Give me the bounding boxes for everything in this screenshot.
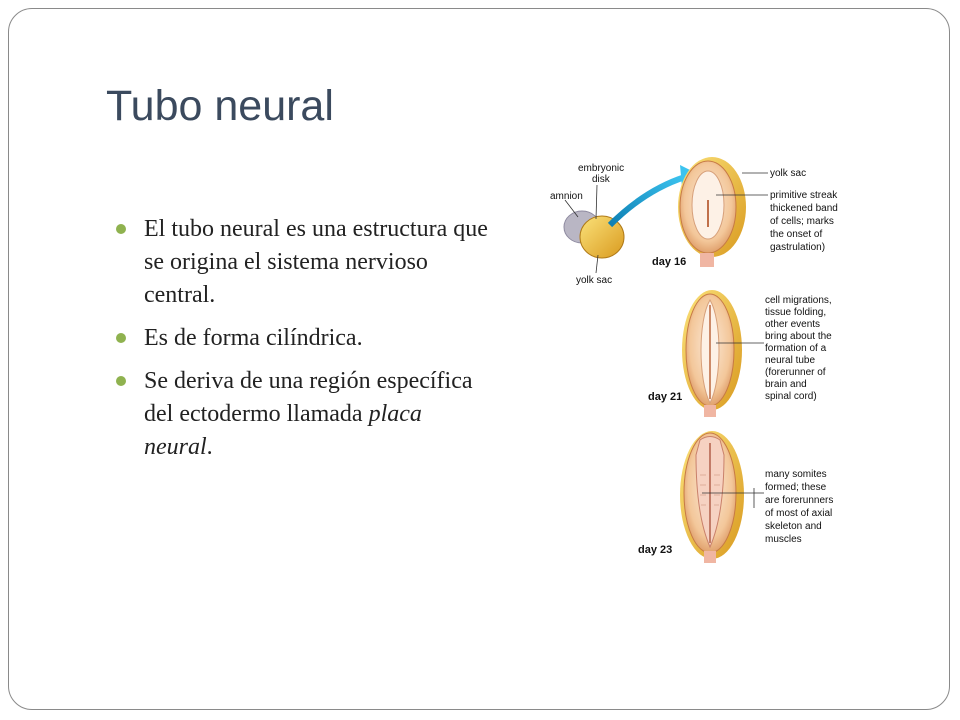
bullet-dot	[116, 376, 126, 386]
transition-arrow	[607, 174, 686, 228]
streak-label: the onset of	[770, 229, 822, 240]
somites-note: muscles	[765, 534, 802, 545]
bullet-dot	[116, 333, 126, 343]
embryonic-disk-label-2: disk	[592, 174, 611, 185]
day21-note: brain and	[765, 379, 807, 390]
embryo-day16	[678, 157, 768, 267]
yolk-sac-right-label: yolk sac	[770, 168, 806, 179]
somites-note: skeleton and	[765, 521, 822, 532]
somites-note: are forerunners	[765, 495, 833, 506]
embryo-day23	[680, 431, 764, 563]
day21-note: other events	[765, 319, 820, 330]
bullet-item: El tubo neural es una estructura que se …	[116, 213, 496, 312]
day21-note: tissue folding,	[765, 307, 826, 318]
bullet-list: El tubo neural es una estructura que se …	[116, 213, 496, 474]
day-label: day 23	[638, 544, 672, 556]
streak-label: gastrulation)	[770, 242, 825, 253]
bullet-text: Se deriva de una región específica del e…	[144, 368, 473, 427]
day21-note: spinal cord)	[765, 391, 817, 402]
streak-label: thickened band	[770, 203, 838, 214]
amnion-label: amnion	[550, 191, 583, 202]
streak-label: primitive streak	[770, 190, 838, 201]
bullet-emphasis: placa neural	[144, 401, 422, 460]
somites-note: formed; these	[765, 482, 827, 493]
slide-frame	[8, 8, 950, 710]
day-label: day 16	[652, 256, 686, 268]
bullet-dot	[116, 224, 126, 234]
embryonic-disk-label-1: embryonic	[578, 163, 624, 174]
day21-note: (forerunner of	[765, 367, 826, 378]
day21-note: formation of a	[765, 343, 827, 354]
bullet-text: El tubo neural es una estructura que se …	[144, 216, 488, 308]
bullet-text: Es de forma cilíndrica.	[144, 325, 363, 351]
day21-note: neural tube	[765, 355, 815, 366]
bullet-text-end: .	[206, 434, 213, 460]
somites-note: many somites	[765, 469, 827, 480]
day21-note: bring about the	[765, 331, 832, 342]
embryo-day21	[682, 290, 764, 417]
yolk-sac-shape	[579, 215, 625, 259]
streak-label: of cells; marks	[770, 216, 834, 227]
early-embryo-illustration	[563, 184, 625, 274]
slide-title: Tubo neural	[106, 82, 334, 130]
embryo-development-figure: amnion embryonic disk yolk sac yolk sac …	[550, 157, 838, 563]
day21-note: cell migrations,	[765, 295, 832, 306]
bullet-item: Se deriva de una región específica del e…	[116, 365, 496, 464]
day-label: day 21	[648, 391, 682, 403]
somites-note: of most of axial	[765, 508, 832, 519]
yolk-sac-left-label: yolk sac	[576, 275, 612, 286]
bullet-item: Es de forma cilíndrica.	[116, 322, 496, 355]
